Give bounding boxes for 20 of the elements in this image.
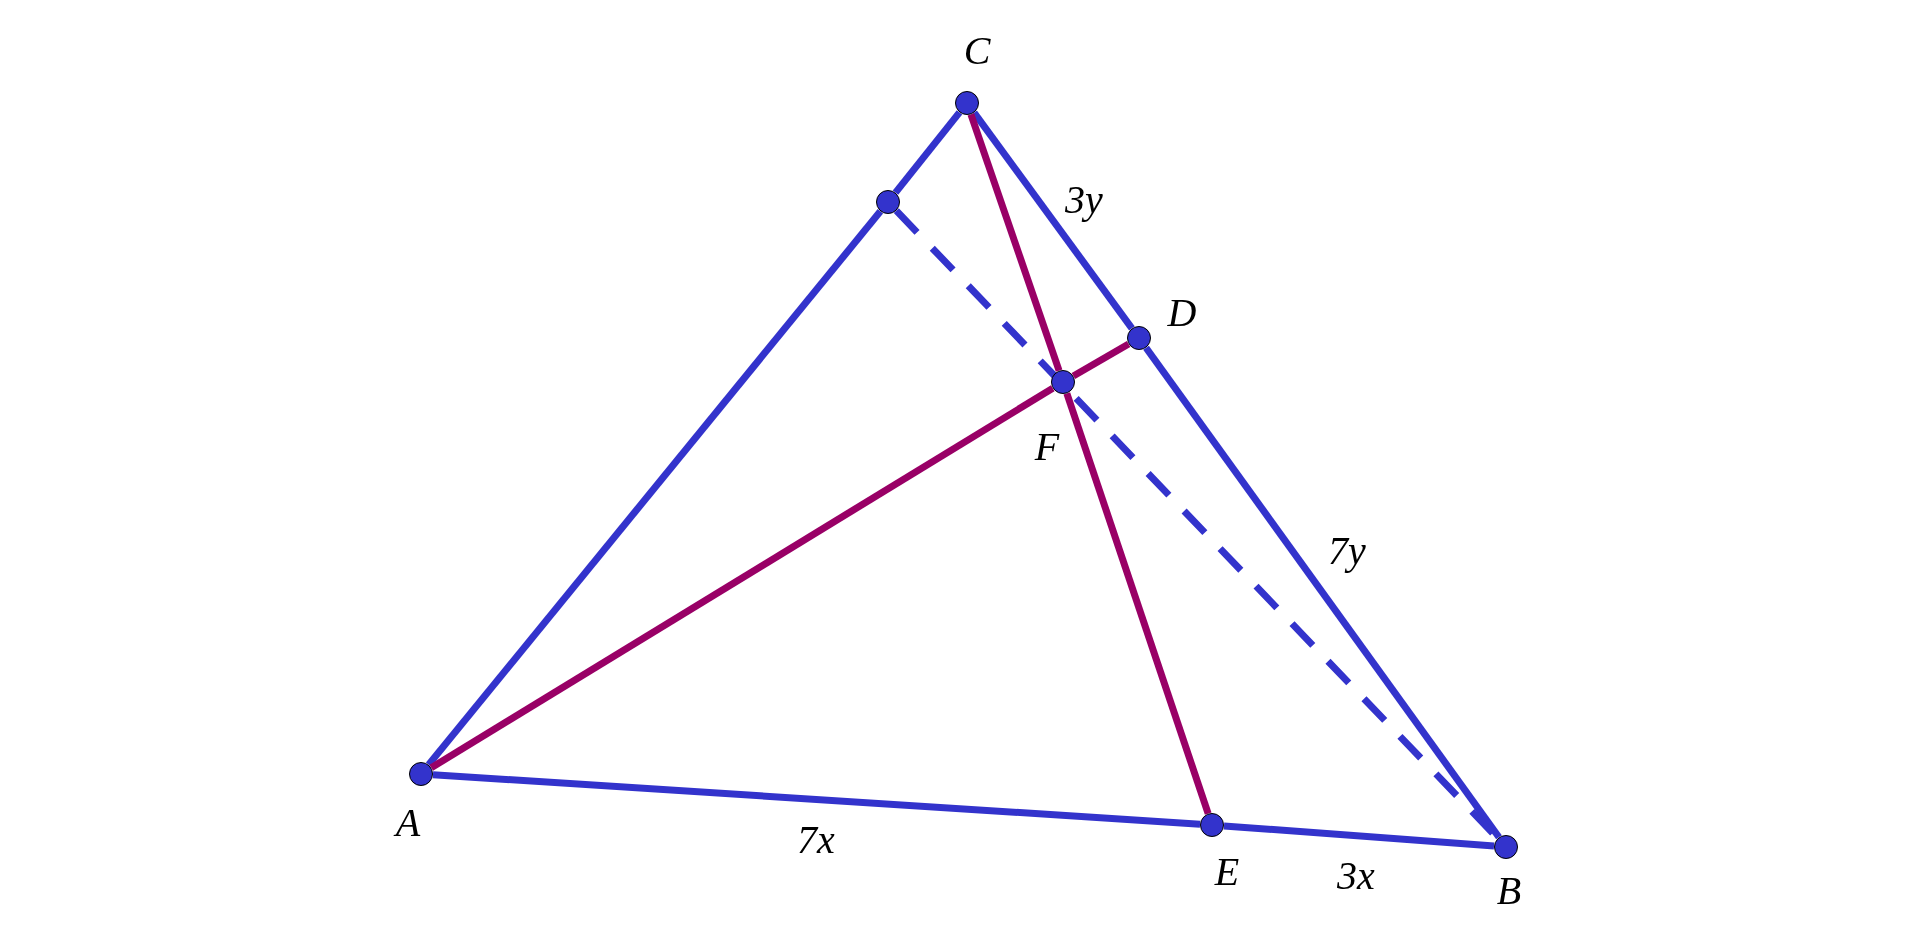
line-segment <box>1063 392 1212 815</box>
edge-label: 7x <box>797 820 835 860</box>
point-label: C <box>963 31 991 71</box>
line-segment <box>425 209 884 767</box>
line-segment <box>1223 822 1495 850</box>
point-label: A <box>395 803 421 843</box>
edge-label: 3x <box>1337 856 1375 896</box>
point-label: D <box>1167 293 1197 333</box>
point-label: E <box>1214 852 1240 892</box>
line-segment <box>1143 345 1502 840</box>
edge-label: 7y <box>1328 531 1366 571</box>
line-segment <box>971 110 1135 331</box>
edge-label: 3y <box>1065 180 1103 220</box>
line-segment <box>1071 341 1131 379</box>
line-segment <box>432 771 1201 828</box>
line-segment <box>892 110 963 195</box>
line-segment <box>967 113 1063 372</box>
point-label: F <box>1034 427 1060 467</box>
line-segment <box>429 385 1055 771</box>
point-label: B <box>1496 871 1522 911</box>
